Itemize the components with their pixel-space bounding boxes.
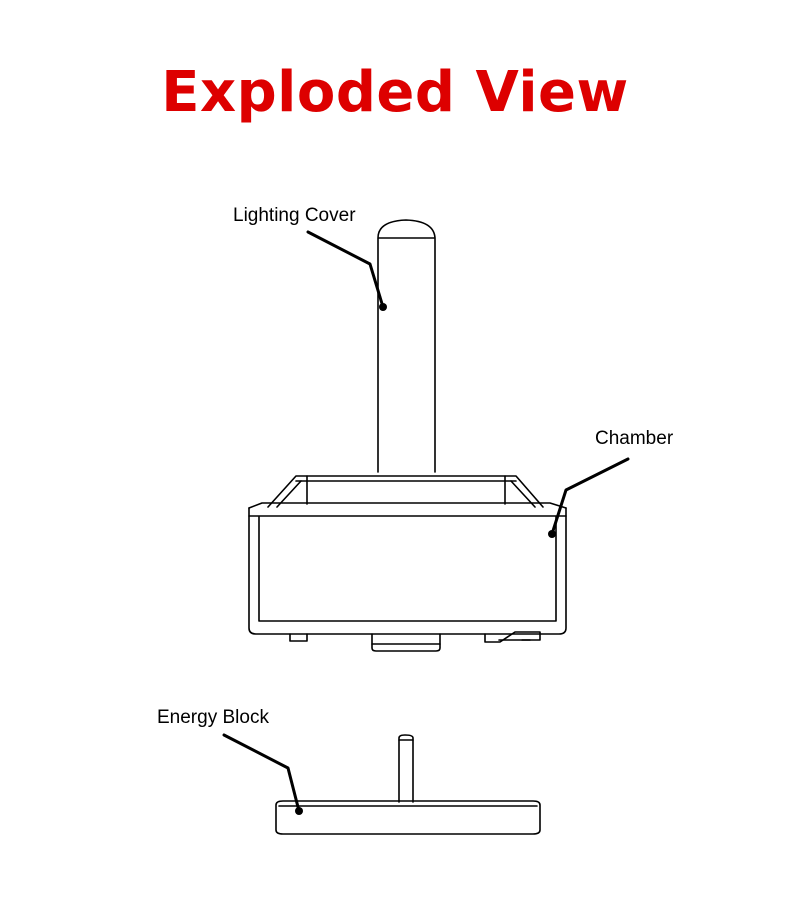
leader-line-chamber [550, 457, 630, 536]
page-title: Exploded View [161, 60, 629, 125]
leader-dot-lighting-cover [379, 303, 387, 311]
leader-dots [295, 303, 556, 815]
chamber-part [248, 475, 567, 652]
leader-dot-chamber [548, 530, 556, 538]
lighting-cover-part [377, 219, 436, 473]
callout-lighting-cover: Lighting Cover [233, 205, 356, 226]
callout-energy-block: Energy Block [157, 707, 269, 728]
callout-chamber: Chamber [595, 428, 674, 449]
leader-line-energy-block [222, 733, 301, 813]
leader-lines [222, 230, 630, 813]
leader-line-lighting-cover [306, 230, 385, 309]
energy-block-part [275, 734, 541, 835]
leader-dot-energy-block [295, 807, 303, 815]
